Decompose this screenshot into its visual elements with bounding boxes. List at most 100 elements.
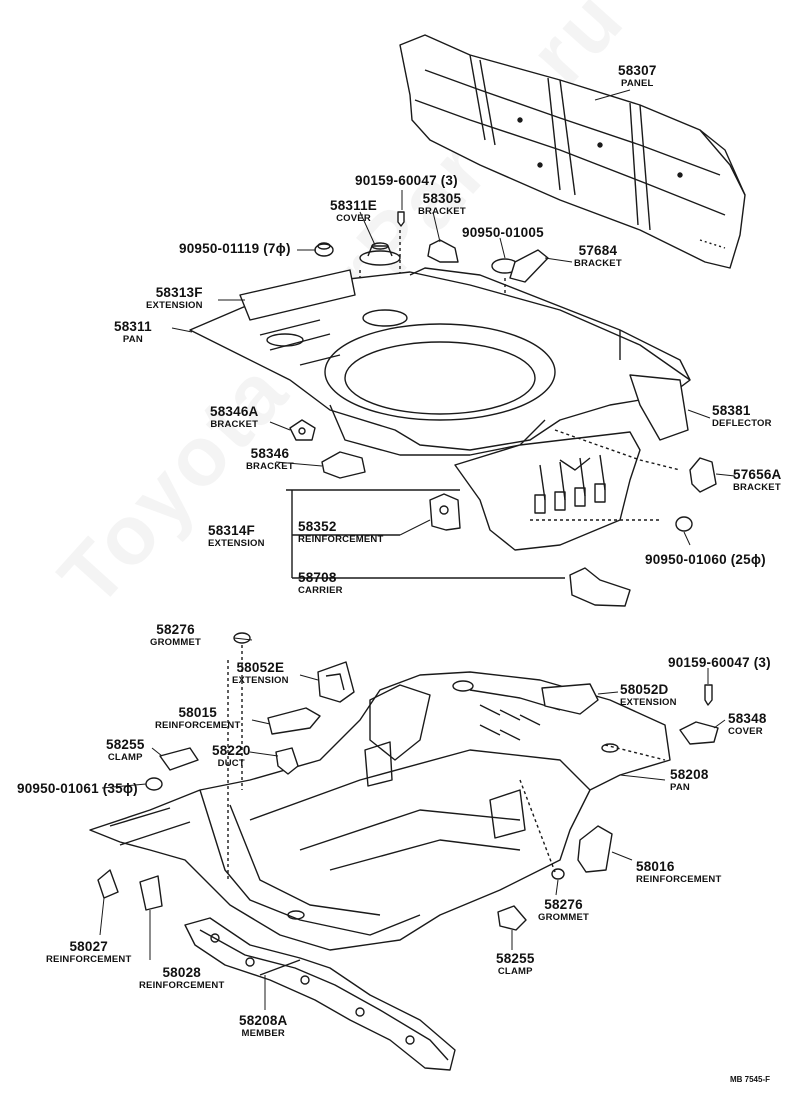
part-name: COVER xyxy=(336,212,371,224)
label-58314F: 58314F EXTENSION xyxy=(208,524,265,548)
mid-brackets xyxy=(289,419,717,607)
part-number: 58276 xyxy=(156,622,195,637)
label-58346A: 58346A BRACKET xyxy=(210,405,259,429)
part-number: 58708 xyxy=(298,570,337,585)
part-name: REINFORCEMENT xyxy=(139,979,225,991)
part-number: 90159-60047 (3) xyxy=(355,173,458,188)
part-name: CARRIER xyxy=(298,584,343,596)
panel-58307-shape xyxy=(399,34,746,269)
part-number: 58348 xyxy=(728,711,767,726)
label-58381: 58381 DEFLECTOR xyxy=(712,404,772,428)
label-58276-lower: 58276 GROMMET xyxy=(538,898,589,922)
label-58016: 58016 REINFORCEMENT xyxy=(636,860,721,884)
label-58027: 58027 REINFORCEMENT xyxy=(46,940,131,964)
label-58220: 58220 DUCT xyxy=(212,744,251,768)
label-90950-01005: 90950-01005 xyxy=(462,226,544,240)
upper-fasteners xyxy=(314,211,549,300)
part-number: 58314F xyxy=(208,523,255,538)
part-name: PANEL xyxy=(621,77,654,89)
part-name: REINFORCEMENT xyxy=(636,873,722,885)
part-number: 57656A xyxy=(733,467,782,482)
part-name: EXTENSION xyxy=(146,299,203,311)
drawing-code: MB 7545-F xyxy=(729,1075,770,1084)
part-number: 90159-60047 (3) xyxy=(668,655,771,670)
part-number: 58016 xyxy=(636,859,675,874)
part-name: EXTENSION xyxy=(620,696,677,708)
label-90950-01119: 90950-01119 (7ϕ) xyxy=(179,242,291,256)
label-58307: 58307 PANEL xyxy=(618,64,657,88)
part-number: 58027 xyxy=(69,939,108,954)
label-58276-upper: 58276 GROMMET xyxy=(150,623,201,647)
part-number: 58346 xyxy=(250,446,290,461)
label-57656A: 57656A BRACKET xyxy=(733,468,782,492)
part-name: BRACKET xyxy=(246,460,294,472)
label-57684: 57684 BRACKET xyxy=(574,244,622,268)
part-number: 58346A xyxy=(210,404,259,419)
label-58052D: 58052D EXTENSION xyxy=(620,683,677,707)
lower-small-parts xyxy=(97,632,719,931)
part-name: BRACKET xyxy=(733,481,781,493)
part-number: 58352 xyxy=(298,519,337,534)
leader-lines xyxy=(99,89,736,1010)
part-name: EXTENSION xyxy=(232,674,289,686)
part-number: 58305 xyxy=(422,191,462,206)
label-58208A: 58208A MEMBER xyxy=(239,1014,288,1038)
label-58305: 58305 BRACKET xyxy=(418,192,466,216)
part-name: CLAMP xyxy=(497,965,533,977)
part-name: GROMMET xyxy=(150,636,202,648)
label-90950-01060: 90950-01060 (25ϕ) xyxy=(645,553,766,567)
label-58313F: 58313F EXTENSION xyxy=(146,286,203,310)
label-58015: 58015 REINFORCEMENT xyxy=(155,706,240,730)
pan-58311-shape xyxy=(189,267,691,456)
part-number: 58255 xyxy=(106,737,145,752)
pan-58208-shape xyxy=(89,671,671,951)
label-58346: 58346 BRACKET xyxy=(246,447,294,471)
label-90950-01061: 90950-01061 (35ϕ) xyxy=(17,782,138,796)
part-name: PAN xyxy=(122,333,143,345)
part-name: COVER xyxy=(728,725,763,737)
part-number: 57684 xyxy=(578,243,618,258)
part-name: REINFORCEMENT xyxy=(46,953,132,965)
part-number: 90950-01060 (25ϕ) xyxy=(645,552,766,567)
part-number: 58311 xyxy=(114,319,152,334)
part-number: 58015 xyxy=(178,705,217,720)
part-number: 58307 xyxy=(618,63,657,78)
part-name: REINFORCEMENT xyxy=(298,533,384,545)
part-number: 58028 xyxy=(162,965,201,980)
label-58352: 58352 REINFORCEMENT xyxy=(298,520,383,544)
part-name: DEFLECTOR xyxy=(712,417,772,429)
part-number: 58276 xyxy=(544,897,583,912)
part-number: 58381 xyxy=(712,403,751,418)
label-58208: 58208 PAN xyxy=(670,768,709,792)
part-name: BRACKET xyxy=(210,418,259,430)
part-number: 90950-01061 (35ϕ) xyxy=(17,781,138,796)
part-number: 58052D xyxy=(620,682,669,697)
part-number: 58208 xyxy=(670,767,709,782)
part-name: DUCT xyxy=(217,757,245,769)
label-90159-60047-lower: 90159-60047 (3) xyxy=(668,656,771,670)
part-number: 58311E xyxy=(330,198,377,213)
part-number: 90950-01119 (7ϕ) xyxy=(179,241,291,256)
label-90159-60047-upper: 90159-60047 (3) xyxy=(355,174,458,188)
part-number: 58052E xyxy=(236,660,285,675)
label-58255-upper: 58255 CLAMP xyxy=(106,738,145,762)
part-number: 58255 xyxy=(496,951,535,966)
member-58208A-shape xyxy=(184,917,456,1071)
part-name: REINFORCEMENT xyxy=(155,719,241,731)
part-number: 90950-01005 xyxy=(462,225,544,240)
label-58311: 58311 PAN xyxy=(114,320,152,344)
label-58348: 58348 COVER xyxy=(728,712,767,736)
part-name: BRACKET xyxy=(574,257,622,269)
part-name: MEMBER xyxy=(241,1027,285,1039)
part-name: GROMMET xyxy=(538,911,590,923)
extension-58314F-shape xyxy=(454,429,681,551)
part-name: PAN xyxy=(670,781,690,793)
label-58028: 58028 REINFORCEMENT xyxy=(139,966,224,990)
part-number: 58208A xyxy=(239,1013,288,1028)
group-bracket-58314F xyxy=(286,489,565,579)
part-name: BRACKET xyxy=(418,205,466,217)
label-58255-lower: 58255 CLAMP xyxy=(496,952,535,976)
label-58311E: 58311E COVER xyxy=(330,199,377,223)
